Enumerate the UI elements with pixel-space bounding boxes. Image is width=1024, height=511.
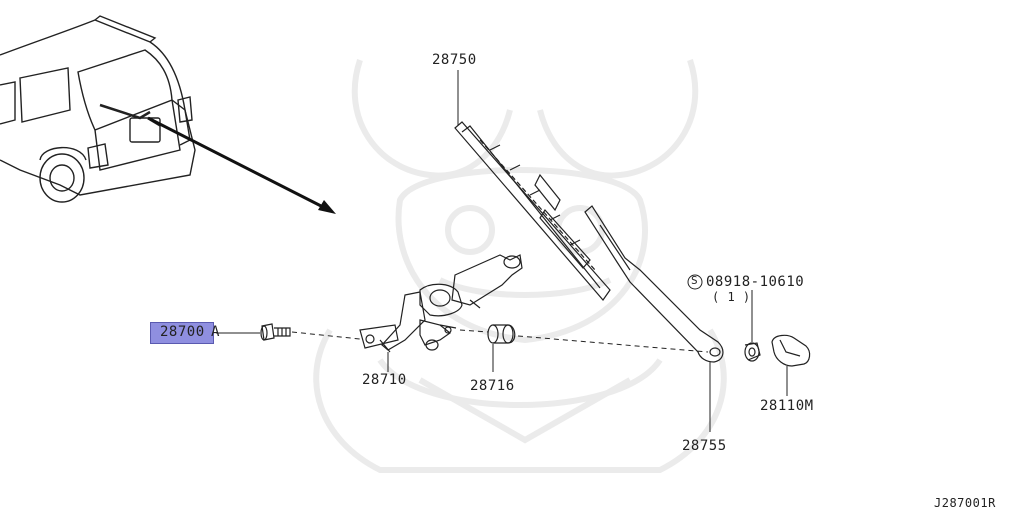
callout-arrow (147, 116, 336, 214)
leader-lines (216, 70, 788, 432)
standard-part-symbol-letter: S (691, 274, 699, 287)
diagram-code: J287001R (934, 496, 996, 510)
vehicle-illustration (0, 15, 196, 203)
standard-part-symbol (687, 274, 703, 290)
part-quantity: ( 1 ) (712, 290, 751, 304)
part-label-motor[interactable]: 28710 (362, 372, 407, 388)
wiper-arm-cap[interactable] (771, 334, 811, 367)
wiper-arm-nut[interactable] (744, 342, 761, 362)
part-label-assembly-suffix: A (211, 324, 220, 340)
wiper-motor[interactable] (359, 254, 523, 353)
part-label-bushing[interactable]: 28716 (470, 378, 515, 394)
part-label-bolt[interactable]: 08918-10610 (706, 274, 805, 290)
wiper-arm[interactable] (584, 205, 724, 363)
part-label-cap[interactable]: 28110M (760, 398, 814, 414)
watermark-crest (313, 59, 727, 473)
wiper-blade[interactable] (454, 121, 611, 301)
assembly-lines (291, 329, 709, 353)
mounting-bolt[interactable] (260, 323, 291, 341)
motor-bushing[interactable] (487, 324, 516, 344)
part-label-assembly[interactable]: 28700 (160, 324, 205, 340)
selected-part-highlight (150, 322, 214, 344)
part-label-blade[interactable]: 28750 (432, 52, 477, 68)
part-label-arm[interactable]: 28755 (682, 438, 727, 454)
